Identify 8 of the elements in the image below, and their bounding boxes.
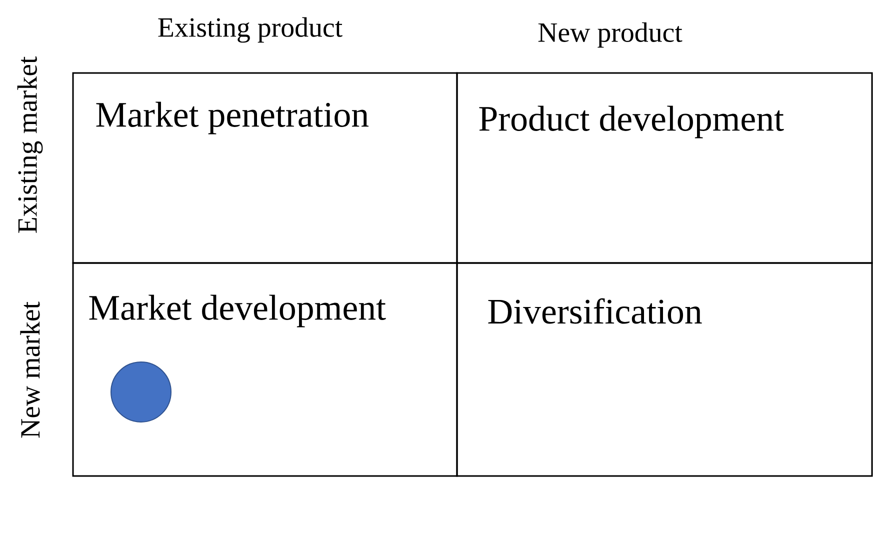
column-heading: Existing product (158, 17, 342, 43)
row-heading: New market (20, 302, 40, 438)
matrix-cell: Market penetration (72, 72, 458, 264)
matrix-cell: Market development (72, 262, 458, 477)
row-heading: Existing market (17, 56, 43, 233)
matrix-cell: Diversification (456, 262, 873, 477)
matrix-cell: Product development (456, 72, 873, 264)
marker-circle (110, 362, 172, 422)
